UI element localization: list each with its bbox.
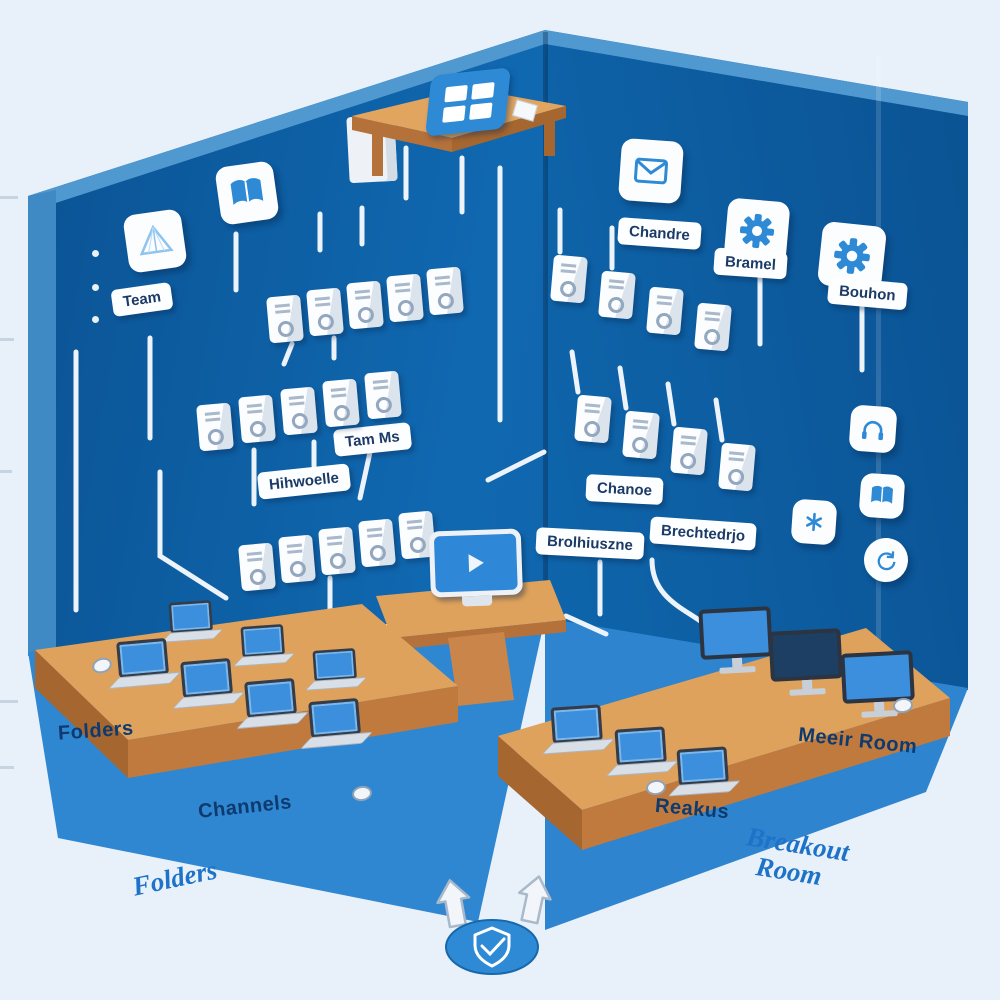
gear-tile (816, 220, 888, 292)
label-chandre: Chandre (617, 217, 702, 250)
kiosk-body (428, 528, 523, 598)
laptop-icon (300, 697, 374, 750)
lock-box-icon (238, 542, 276, 592)
lock-box-icon (358, 518, 396, 568)
laptop-icon (304, 648, 368, 691)
windows-grid (441, 81, 495, 123)
lock-box-icon (322, 378, 360, 428)
play-icon (468, 553, 484, 573)
lock-box-icon (196, 402, 234, 452)
lock-box-icon (266, 294, 304, 344)
sync-icon (877, 551, 896, 571)
laptop-icon (232, 624, 296, 667)
asterisk-tile (790, 498, 838, 546)
dot-icon (92, 284, 99, 291)
monitor-icon (768, 628, 843, 697)
sketch-line (0, 338, 14, 341)
laptop-icon (605, 726, 679, 777)
lock-box-icon (694, 302, 732, 352)
lock-box-icon (364, 370, 402, 420)
laptop-icon (541, 704, 615, 755)
book-icon (230, 178, 264, 205)
sketch-line (0, 700, 18, 703)
lock-box-icon (574, 394, 612, 444)
book-tile (214, 160, 280, 226)
headphones-tile (848, 404, 898, 454)
lock-box-icon (598, 270, 636, 320)
envelope-icon (633, 157, 669, 185)
label-chanoe: Chanoe (585, 474, 664, 505)
label-folders-floor: Folders (129, 854, 220, 902)
shield-check-badge-icon (445, 919, 539, 975)
asterisk-icon (805, 512, 823, 532)
lock-box-icon (646, 286, 684, 336)
gear-icon (834, 238, 870, 274)
lock-box-icon (386, 273, 424, 323)
lock-box-icon (550, 254, 588, 304)
lock-box-icon (318, 526, 356, 576)
kiosk-screen-icon (428, 528, 524, 607)
label-bramel: Bramel (713, 247, 788, 280)
dot-icon (92, 316, 99, 323)
label-breakout-room: Breakout Room (740, 821, 852, 894)
reader-book-icon (871, 485, 894, 504)
sketch-line (0, 766, 14, 769)
gear-tile (723, 197, 791, 265)
up-arrows-icon (436, 875, 552, 929)
sync-tile (862, 536, 910, 584)
dot-icon (92, 250, 99, 257)
lock-box-icon (280, 386, 318, 436)
lock-box-icon (426, 266, 464, 316)
gear-icon (739, 213, 775, 249)
reader-tile (858, 472, 906, 520)
lock-box-icon (718, 442, 756, 492)
envelope-tile (617, 137, 685, 205)
lock-box-icon (278, 534, 316, 584)
lock-box-icon (346, 280, 384, 330)
lock-box-icon (306, 287, 344, 337)
laptop-icon (160, 600, 224, 643)
lock-box-icon (670, 426, 708, 476)
label-brolhiuszne: Brolhiuszne (535, 527, 645, 560)
laptop-icon (108, 637, 182, 690)
kiosk-display (433, 533, 518, 593)
laptop-icon (172, 657, 246, 710)
headphones-icon (861, 420, 884, 441)
laptop-icon (667, 746, 741, 797)
monitor-icon (698, 606, 773, 675)
prism-tile (122, 208, 188, 274)
kiosk-stand (461, 595, 493, 607)
lock-box-icon (622, 410, 660, 460)
prism-icon (139, 224, 174, 256)
sketch-line (0, 196, 18, 199)
windows-logo-icon (425, 67, 511, 137)
table-leg (544, 114, 555, 156)
lock-box-icon (238, 394, 276, 444)
laptop-icon (236, 677, 310, 730)
sketch-line (0, 470, 12, 473)
table-leg (372, 128, 383, 176)
